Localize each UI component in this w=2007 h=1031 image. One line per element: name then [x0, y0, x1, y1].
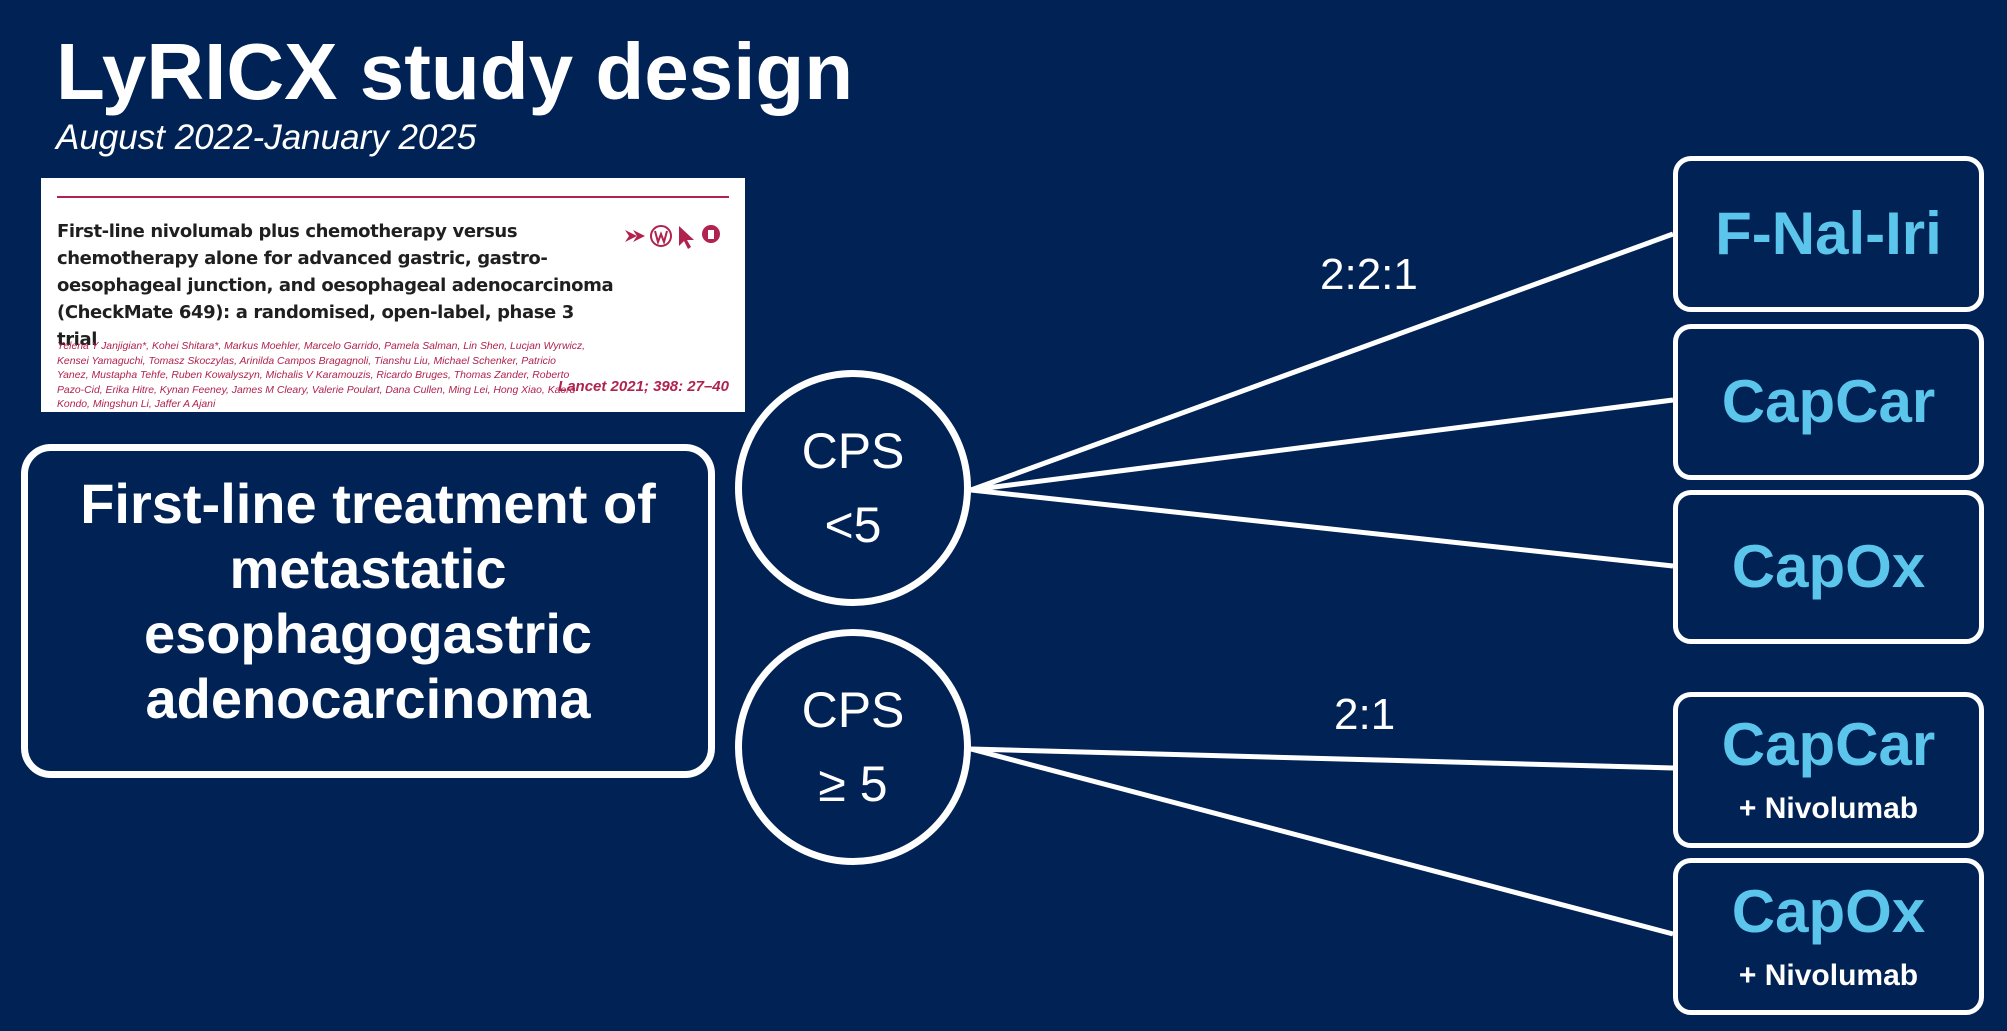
- arm-box-f-nal-iri: F-Nal-Iri: [1673, 156, 1984, 312]
- paper-title: First-line nivolumab plus chemotherapy v…: [57, 221, 614, 350]
- arm-box-capox-nivolumab: CapOx + Nivolumab: [1673, 858, 1984, 1015]
- arm-name: CapOx: [1731, 533, 1926, 600]
- cps-high-label: CPS: [801, 682, 905, 738]
- connector-cps-low-to-arm-2: [970, 397, 1674, 493]
- arm-name: CapOx: [1731, 877, 1926, 945]
- crossmark-icon: [625, 230, 645, 242]
- population-box: First-line treatment of metastatic esoph…: [21, 444, 715, 778]
- population-text: First-line treatment of metastatic esoph…: [80, 472, 656, 730]
- paper-thumbnail: First-line nivolumab plus chemotherapy v…: [41, 178, 745, 412]
- paper-citation: Lancet 2021; 398: 27–40: [558, 378, 729, 395]
- cps-low-circle: CPS <5: [735, 370, 971, 606]
- paper-rule: [57, 196, 729, 198]
- paper-badge-icons: [625, 225, 720, 249]
- arm-box-capcar: CapCar: [1673, 324, 1984, 480]
- w-badge-icon: [650, 225, 672, 247]
- ratio-cps-high: 2:1: [1334, 690, 1396, 739]
- slide-subtitle: August 2022-January 2025: [56, 118, 477, 157]
- cps-low-label: CPS: [801, 423, 905, 479]
- cps-high-circle: CPS ≥ 5: [735, 629, 971, 865]
- slide-title: LyRICX study design: [56, 27, 854, 116]
- arm-name: CapCar: [1721, 368, 1936, 435]
- cps-low-threshold: <5: [824, 497, 882, 553]
- ratio-cps-low: 2:2:1: [1320, 250, 1418, 299]
- arm-name: CapCar: [1721, 711, 1936, 778]
- arm-addon: + Nivolumab: [1738, 792, 1919, 825]
- paper-authors: Yelena Y Janjigian*, Kohei Shitara*, Mar…: [57, 341, 586, 410]
- connector-cps-high-to-arm-5: [970, 746, 1674, 937]
- connector-cps-low-to-arm-3: [970, 487, 1674, 569]
- arm-box-capcar-nivolumab: CapCar + Nivolumab: [1673, 692, 1984, 848]
- arm-name: F-Nal-Iri: [1715, 200, 1942, 267]
- connector-cps-low-to-arm-1: [970, 231, 1674, 493]
- arm-addon: + Nivolumab: [1738, 958, 1919, 992]
- cps-high-threshold: ≥ 5: [818, 756, 888, 812]
- connector-cps-high-to-arm-4: [970, 746, 1674, 771]
- arm-box-capox: CapOx: [1673, 490, 1984, 644]
- cursor-icon: [679, 226, 694, 249]
- checkmark-badge-icon: [702, 225, 720, 243]
